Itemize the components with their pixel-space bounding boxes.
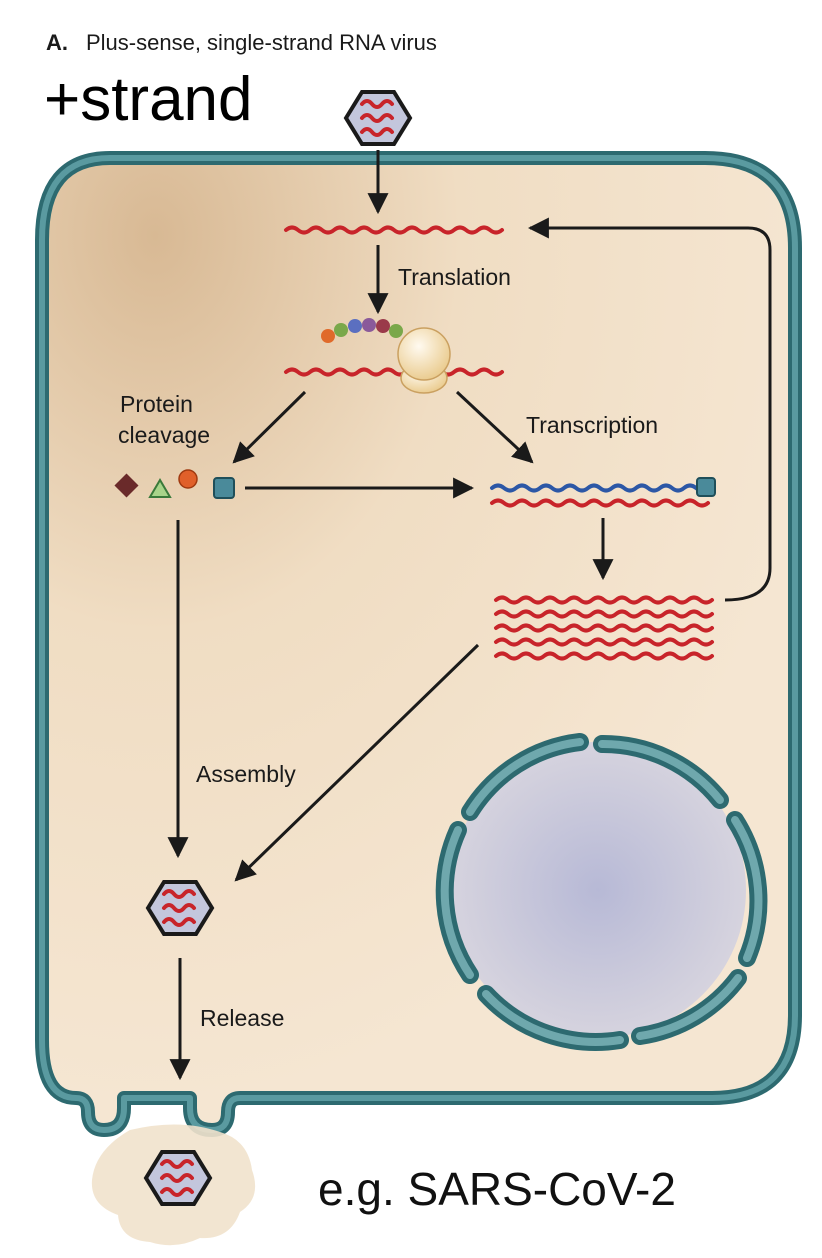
feedback-arrow — [527, 217, 772, 602]
assembled-virion-icon — [146, 880, 214, 936]
released-virion-icon — [144, 1150, 212, 1206]
transcription-label: Transcription — [526, 412, 658, 438]
step-labels: Translation Protein cleavage Transcripti… — [118, 264, 658, 1031]
translation-complex — [284, 318, 504, 394]
transcription-arrow — [455, 390, 534, 464]
arrows — [167, 150, 772, 1081]
bead-chain-icon — [321, 318, 403, 343]
entering-virion-icon — [344, 90, 412, 146]
example-virus-label: e.g. SARS-CoV-2 — [318, 1163, 676, 1215]
strand-label: +strand — [44, 65, 253, 134]
nucleus — [435, 733, 768, 1051]
translation-label: Translation — [398, 264, 511, 290]
replicase-icon — [696, 477, 716, 497]
panel-header: A. Plus-sense, single-strand RNA virus +… — [44, 30, 437, 134]
triangle-protein-icon — [148, 478, 172, 498]
ribosome-icon — [397, 327, 451, 381]
panel-title: Plus-sense, single-strand RNA virus — [86, 30, 437, 55]
protein-products — [114, 469, 235, 499]
protein-cleavage-label-2: cleavage — [118, 422, 210, 448]
assembly-label: Assembly — [196, 761, 296, 787]
cube-protein-icon — [213, 477, 235, 499]
cleavage-arrow — [232, 390, 307, 464]
sphere-protein-icon — [178, 469, 198, 489]
genome-packaging-arrow — [234, 643, 480, 882]
panel-letter: A. — [46, 30, 68, 55]
protein-cleavage-label-1: Protein — [120, 391, 193, 417]
diamond-protein-icon — [114, 473, 139, 498]
release-label: Release — [200, 1005, 284, 1031]
cell-membrane-inner — [39, 155, 798, 1133]
replication-intermediate — [490, 477, 716, 508]
